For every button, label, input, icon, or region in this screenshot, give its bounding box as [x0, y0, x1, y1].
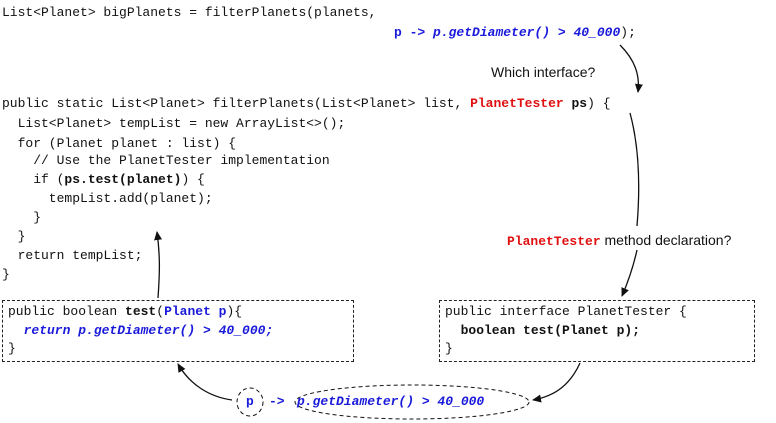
question-type-name: PlanetTester — [507, 234, 601, 249]
interface-box: public interface PlanetTester { boolean … — [439, 300, 755, 362]
method-line-8: } — [2, 229, 26, 244]
method-line-6: tempList.add(planet); — [2, 191, 213, 206]
method-line-2: List<Planet> tempList = new ArrayList<>(… — [2, 116, 346, 131]
method-line-4: // Use the PlanetTester implementation — [2, 153, 330, 168]
bubble-body: p.getDiameter() > 40_000 — [297, 394, 485, 409]
bubble-param: p — [246, 394, 254, 409]
arrow-lambda-to-impl — [177, 363, 233, 401]
lambda-param-ellipse — [236, 387, 264, 417]
arrow-to-interface-box — [621, 249, 638, 297]
arrow-to-method-question — [629, 112, 640, 227]
lambda-body-ellipse — [294, 384, 530, 420]
arrow-interface-to-lambda — [532, 362, 581, 403]
ps-param: ps — [563, 96, 588, 111]
impl-param: Planet p — [164, 304, 227, 319]
interface-line-3: } — [445, 341, 453, 356]
planet-tester-type: PlanetTester — [470, 96, 564, 111]
implementation-box: public boolean test(Planet p){ return p.… — [2, 300, 354, 362]
interface-line-2: boolean test(Planet p); — [445, 323, 641, 338]
lambda-param: p — [394, 25, 402, 40]
method-line-5: if (ps.test(planet)) { — [2, 172, 205, 187]
method-line-7: } — [2, 210, 42, 225]
interface-line-1: public interface PlanetTester { — [445, 304, 687, 319]
call-line-2: p -> p.getDiameter() > 40_000); — [394, 25, 636, 41]
method-line-9: return tempList; — [2, 248, 143, 263]
method-signature: public static List<Planet> filterPlanets… — [2, 96, 611, 111]
method-line-3: for (Planet planet : list) { — [2, 136, 237, 151]
impl-test-name: test — [125, 304, 157, 319]
arrow-impl-to-call — [154, 231, 163, 299]
lambda-arrow: -> — [401, 25, 434, 40]
impl-line-3: } — [8, 341, 16, 356]
method-line-10: } — [2, 267, 10, 282]
arrow-to-interface-question — [619, 44, 643, 93]
bubble-arrow: -> — [269, 394, 285, 409]
impl-line-2: return p.getDiameter() > 40_000; — [8, 323, 274, 338]
method-declaration-question: PlanetTester method declaration? — [507, 232, 732, 249]
call-line-1: List<Planet> bigPlanets = filterPlanets(… — [2, 5, 377, 20]
lambda-body: p.getDiameter() > 40_000 — [433, 25, 621, 40]
which-interface-question: Which interface? — [491, 64, 596, 80]
call-close: ); — [620, 25, 636, 40]
impl-line-1: public boolean test(Planet p){ — [8, 304, 243, 319]
ps-test-call: ps.test(planet) — [64, 172, 182, 187]
